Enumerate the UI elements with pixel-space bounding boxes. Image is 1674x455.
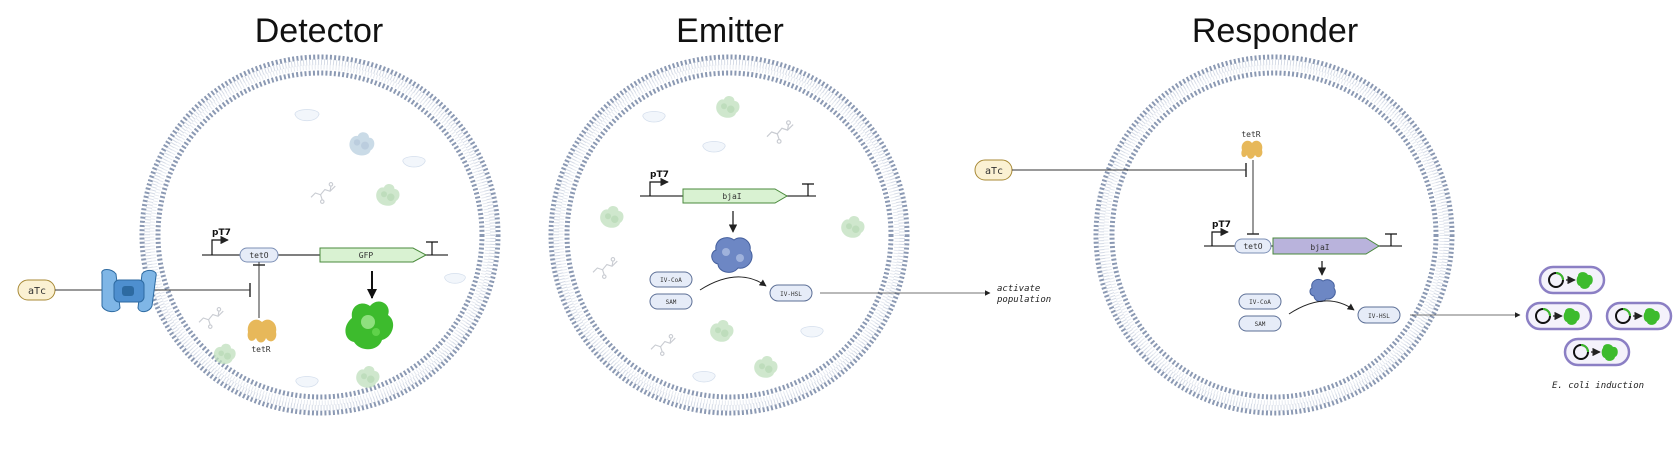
emitter-cell-membrane	[548, 54, 910, 416]
emitter-ivcoa-node	[649, 271, 693, 288]
ecoli-cell-icon	[1605, 301, 1673, 331]
emitter-bjai-enzyme	[711, 237, 753, 273]
emitter-output-line1: activate	[997, 284, 1040, 294]
ecoli-cell-icon	[1525, 301, 1593, 331]
detector-teto-label: tetO	[249, 251, 268, 260]
detector-title: Detector	[255, 12, 384, 50]
responder-bjai-enzyme	[1309, 278, 1336, 303]
responder-ivhsl-label: IV-HSL	[1368, 313, 1390, 320]
detector-atc-label: aTc	[28, 286, 46, 297]
emitter-promoter-label: pT7	[650, 170, 669, 180]
responder-cell-membrane	[1093, 54, 1455, 416]
emitter-bjai-gene	[682, 188, 788, 204]
responder-circuit: aTc tetR pT7 tetO bjaI IV-CoA SAM IV-HSL	[974, 130, 1521, 332]
emitter-sam-label: SAM	[666, 299, 677, 306]
emitter-ivcoa-label: IV-CoA	[660, 277, 682, 284]
emitter-bjai-label: bjaI	[722, 192, 741, 201]
responder-bjai-label: bjaI	[1310, 243, 1329, 252]
emitter-ivhsl-node	[769, 284, 813, 302]
responder-sam-label: SAM	[1255, 321, 1266, 328]
emitter-sam-node	[649, 293, 693, 310]
detector-cell-membrane	[139, 54, 501, 416]
ecoli-cell-icon	[1538, 265, 1606, 295]
responder-terminator	[1385, 233, 1397, 246]
emitter-output-line2: population	[996, 295, 1051, 305]
responder-atc-label: aTc	[985, 166, 1003, 177]
responder-teto-label: tetO	[1243, 242, 1262, 251]
emitter-circuit: pT7 bjaI IV-CoA SAM IV-HSL activate popu…	[640, 170, 1051, 310]
emitter-ivhsl-label: IV-HSL	[780, 291, 802, 298]
detector-atc-input: aTc	[17, 279, 251, 301]
emitter-title: Emitter	[676, 12, 784, 50]
ecoli-induction-group: E. coli induction	[1525, 265, 1673, 391]
responder-ivhsl-node	[1357, 306, 1401, 324]
responder-ivcoa-label: IV-CoA	[1249, 299, 1271, 306]
responder-tetr-label: tetR	[1241, 130, 1260, 139]
detector-gfp-gene	[319, 247, 428, 263]
responder-bjai-gene	[1272, 237, 1380, 255]
membrane-channel-icon	[101, 269, 157, 313]
detector-terminator	[426, 241, 438, 255]
responder-sam-node	[1238, 315, 1282, 332]
responder-teto-node	[1234, 238, 1272, 254]
detector-tetr-label: tetR	[251, 345, 270, 354]
responder-ivcoa-node	[1238, 293, 1282, 310]
detector-promoter-label: pT7	[212, 228, 231, 238]
ecoli-cell-icon	[1563, 337, 1631, 367]
emitter-terminator	[802, 183, 814, 196]
detector-tetr-protein	[247, 319, 277, 343]
gfp-protein	[345, 301, 394, 350]
ecoli-induction-label: E. coli induction	[1552, 381, 1644, 391]
responder-promoter-label: pT7	[1212, 220, 1231, 230]
detector-gfp-label: GFP	[359, 251, 374, 260]
detector-circuit: pT7 tetO GFP tetR	[202, 228, 448, 354]
responder-tetr-protein	[1241, 140, 1263, 159]
responder-title: Responder	[1192, 12, 1358, 50]
